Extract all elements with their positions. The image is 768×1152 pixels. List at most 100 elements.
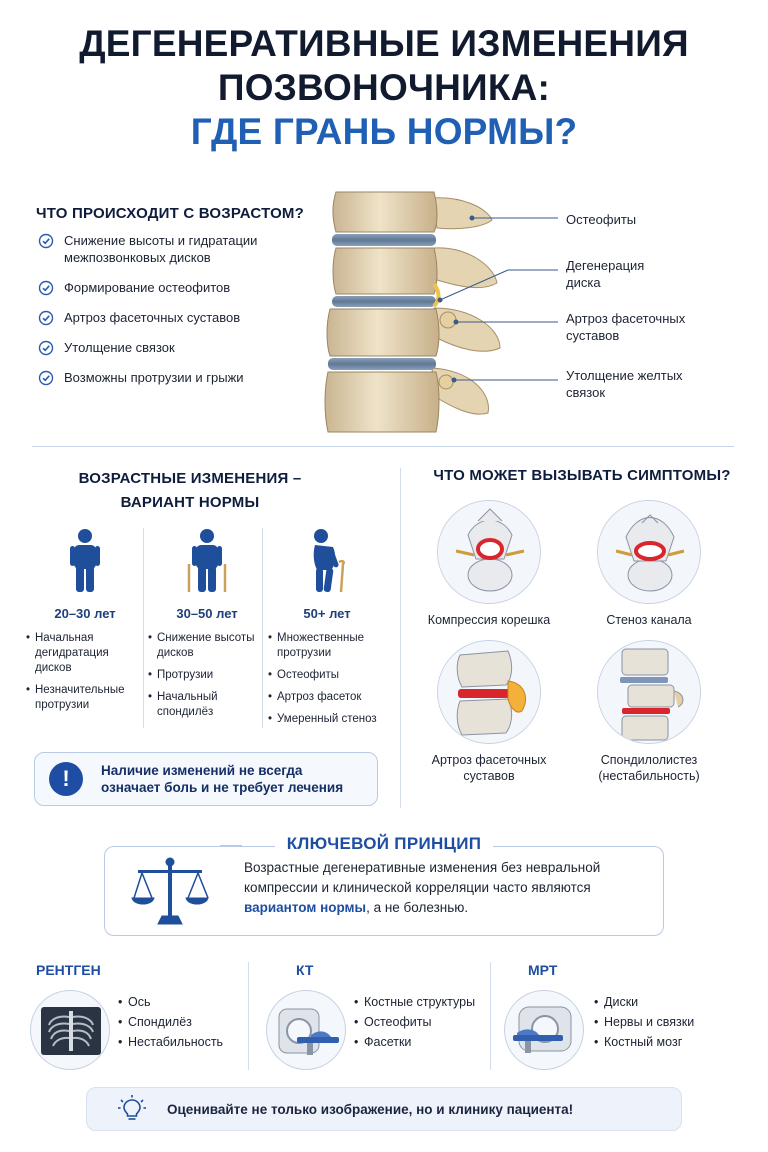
age-column: 20–30 лет Начальная дегидратация дисков … <box>26 528 144 720</box>
chest-xray-icon <box>41 1007 101 1055</box>
symptom-label: Компрессия корешка <box>427 613 551 627</box>
xray-feature-list: Ось Спондилёз Нестабильность <box>118 992 223 1052</box>
symptom-label: Стеноз канала <box>606 613 692 627</box>
list-item: Начальный спондилёз <box>148 690 266 720</box>
symptom-card: Спондилолистез (нестабильность) <box>564 640 734 784</box>
title-line-1: ДЕГЕНЕРАТИВНЫЕ ИЗМЕНЕНИЯ <box>79 23 689 64</box>
age-label: 30–50 лет <box>176 606 238 621</box>
section-divider <box>32 446 734 447</box>
list-item: Артроз фасеток <box>268 690 386 705</box>
key-principle-text: Возрастные дегенеративные изменения без … <box>244 858 654 918</box>
xray-image <box>30 990 110 1070</box>
check-item-text: Снижение высоты и гидратации межпозвонко… <box>64 233 258 265</box>
key-principle-highlight: вариантом нормы <box>244 900 367 915</box>
title-line-3: ГДЕ ГРАНЬ НОРМЫ? <box>190 111 578 152</box>
callout-facet-arthrosis: Артроз фасеточных суставов <box>566 311 686 343</box>
list-item: Начальная дегидратация дисков <box>26 631 144 676</box>
heading-decor-line <box>220 845 242 846</box>
ct-scanner-icon <box>278 1008 339 1055</box>
list-item: Остеофиты <box>268 668 386 683</box>
age-column-divider <box>143 528 144 728</box>
check-circle-icon <box>38 370 54 386</box>
age-checklist: Снижение высоты и гидратации межпозвонко… <box>38 232 338 399</box>
list-item: Ось <box>118 992 223 1012</box>
spine-illustration <box>324 191 501 433</box>
list-item: Остеофиты <box>354 1012 475 1032</box>
age-change-list: Снижение высоты дисков Протрузии Начальн… <box>148 631 266 720</box>
key-principle-box <box>104 846 664 936</box>
warning-text: Наличие изменений не всегда означает бол… <box>101 763 344 795</box>
canal-stenosis-illustration <box>598 501 700 603</box>
modality-title-xray: РЕНТГЕН <box>36 962 101 978</box>
check-item: Снижение высоты и гидратации межпозвонко… <box>38 232 338 266</box>
list-item: Снижение высоты дисков <box>148 631 266 661</box>
list-item: Нестабильность <box>118 1032 223 1052</box>
mri-image <box>504 990 584 1070</box>
modality-title-ct: КТ <box>296 962 314 978</box>
modality-divider <box>248 962 249 1070</box>
symptom-card: Артроз фасеточных суставов <box>404 640 574 784</box>
spondylolisthesis-illustration <box>598 641 700 743</box>
check-item: Утолщение связок <box>38 339 338 356</box>
symptom-card: Стеноз канала <box>564 500 734 628</box>
facet-arthrosis-illustration <box>438 641 540 743</box>
symptom-label: Спондилолистез (нестабильность) <box>598 753 700 783</box>
list-item: Костный мозг <box>594 1032 694 1052</box>
modality-divider <box>490 962 491 1070</box>
mri-feature-list: Диски Нервы и связки Костный мозг <box>594 992 694 1052</box>
callout-disc-degeneration: Дегенерация диска <box>566 258 645 290</box>
ct-image <box>266 990 346 1070</box>
exclamation-icon: ! <box>49 762 83 796</box>
tip-text: Оценивайте не только изображение, но и к… <box>167 1101 574 1117</box>
adult-with-cane-icon <box>187 529 227 592</box>
list-item: Спондилёз <box>118 1012 223 1032</box>
warning-box: ! Наличие изменений не всегда означает б… <box>34 752 378 806</box>
age-label: 20–30 лет <box>54 606 116 621</box>
list-item: Нервы и связки <box>594 1012 694 1032</box>
check-item-text: Утолщение связок <box>64 340 175 355</box>
age-section-heading: ЧТО ПРОИСХОДИТ С ВОЗРАСТОМ? <box>36 205 304 222</box>
list-item: Диски <box>594 992 694 1012</box>
norm-heading-line-2: ВАРИАНТ НОРМЫ <box>120 494 260 511</box>
age-column-divider <box>262 528 263 728</box>
age-label: 50+ лет <box>303 606 351 621</box>
callout-osteophytes: Остеофиты <box>566 212 637 227</box>
list-item: Незначительные протрузии <box>26 683 144 713</box>
lightbulb-icon <box>118 1095 146 1120</box>
scales-icon <box>131 857 209 925</box>
root-compression-illustration <box>438 501 540 603</box>
list-item: Множественные протрузии <box>268 631 386 661</box>
check-item: Формирование остеофитов <box>38 279 338 296</box>
young-person-icon <box>70 529 100 592</box>
check-item-text: Артроз фасеточных суставов <box>64 310 241 325</box>
age-change-list: Начальная дегидратация дисков Незначител… <box>26 631 144 713</box>
ct-feature-list: Костные структуры Остеофиты Фасетки <box>354 992 475 1052</box>
mri-scanner-icon <box>513 1006 572 1053</box>
check-item-text: Формирование остеофитов <box>64 280 231 295</box>
key-principle-text-part: , а не болезнью. <box>366 900 469 915</box>
list-item: Умеренный стеноз <box>268 712 386 727</box>
symptoms-section-heading: ЧТО МОЖЕТ ВЫЗЫВАТЬ СИМПТОМЫ? <box>433 467 731 484</box>
check-item: Возможны протрузии и грыжи <box>38 369 338 386</box>
age-column: 30–50 лет Снижение высоты дисков Протруз… <box>148 528 266 727</box>
check-circle-icon <box>38 310 54 326</box>
symptom-card: Компрессия корешка <box>404 500 574 628</box>
key-principle-heading-text: КЛЮЧЕВОЙ ПРИНЦИП <box>274 834 494 853</box>
list-item: Фасетки <box>354 1032 475 1052</box>
norm-heading-line-1: ВОЗРАСТНЫЕ ИЗМЕНЕНИЯ – <box>78 470 302 487</box>
key-principle-text-part: Возрастные дегенеративные изменения без … <box>244 860 601 895</box>
list-item: Протрузии <box>148 668 266 683</box>
callout-ligament-thickening: Утолщение желтых связок <box>566 368 683 400</box>
age-change-list: Множественные протрузии Остеофиты Артроз… <box>268 631 386 727</box>
list-item: Костные структуры <box>354 992 475 1012</box>
key-principle-heading: КЛЮЧЕВОЙ ПРИНЦИП <box>0 834 768 854</box>
title-line-2: ПОЗВОНОЧНИКА: <box>217 67 551 108</box>
tip-banner: Оценивайте не только изображение, но и к… <box>86 1087 682 1131</box>
column-divider <box>400 468 401 808</box>
symptom-label: Артроз фасеточных суставов <box>431 753 547 783</box>
elderly-person-icon <box>313 529 346 592</box>
age-column: 50+ лет Множественные протрузии Остеофит… <box>268 528 386 734</box>
check-circle-icon <box>38 280 54 296</box>
check-item: Артроз фасеточных суставов <box>38 309 338 326</box>
page-title: ДЕГЕНЕРАТИВНЫЕ ИЗМЕНЕНИЯ ПОЗВОНОЧНИКА: Г… <box>0 22 768 154</box>
